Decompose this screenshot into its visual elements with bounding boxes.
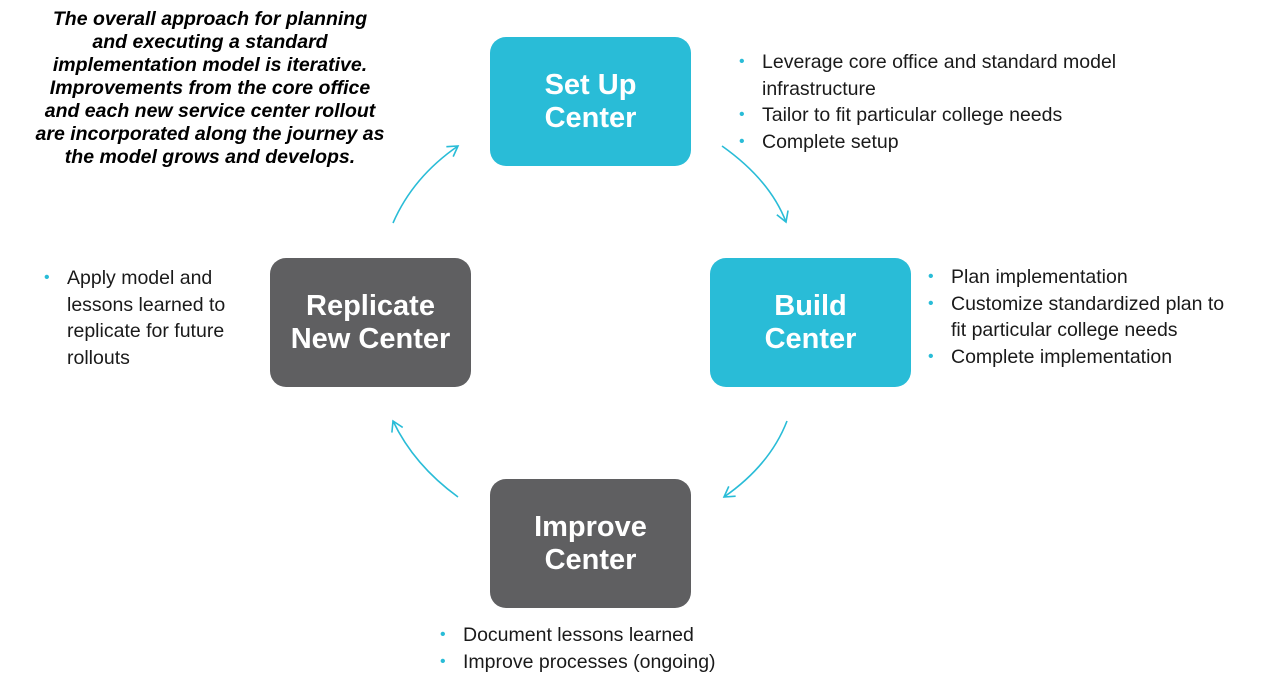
bullet-dot-icon: • [928, 268, 934, 285]
improve-center-box: Improve Center [490, 479, 691, 608]
intro-line: implementation model is iterative. [52, 54, 368, 76]
bullet-dot-icon: • [739, 106, 745, 123]
bullet-dot-icon: • [928, 294, 934, 312]
stage-label: Improve [534, 510, 647, 543]
bullet-text: infrastructure [762, 77, 876, 100]
bullet-text: Plan implementation [951, 266, 1128, 288]
intro-line: and executing a standard [92, 31, 328, 53]
stage-label: Build [774, 289, 847, 322]
bullet-text: replicate for future [67, 320, 225, 342]
stage-label: Center [544, 543, 637, 576]
stage-label: Replicate [306, 289, 435, 322]
set-up-center-bullets: • Leverage core office and standard mode… [737, 49, 1197, 155]
intro-line: are incorporated along the journey as [35, 123, 385, 145]
intro-line: The overall approach for planning [52, 8, 368, 30]
stage-label: Set Up [544, 68, 637, 101]
arrow-build-to-improve [722, 420, 788, 498]
bullet-text: Document lessons learned [463, 624, 694, 646]
stage-label: Center [544, 101, 637, 134]
bullet-text: Complete setup [762, 130, 899, 153]
bullet-dot-icon: • [739, 53, 745, 70]
bullet-text: Complete implementation [951, 345, 1173, 368]
bullet-item: • Leverage core office and standard mode… [737, 49, 1197, 102]
bullet-text: lessons learned to [67, 293, 226, 316]
bullet-text: Leverage core office and standard model [762, 51, 1117, 73]
stage-label: Center [764, 322, 857, 355]
bullet-text: fit particular college needs [951, 319, 1178, 341]
stage-label: New Center [290, 322, 451, 355]
intro-text: The overall approach for planning and ex… [20, 8, 400, 169]
replicate-new-center-bullets: • Apply model and lessons learned to rep… [42, 265, 267, 371]
bullet-item: • Customize standardized plan to fit par… [926, 291, 1276, 344]
bullet-text: rollouts [67, 346, 130, 369]
bullet-dot-icon: • [440, 652, 446, 670]
bullet-item: • Apply model and lessons learned to rep… [42, 265, 267, 371]
bullet-item: • Improve processes (ongoing) [438, 649, 818, 676]
arrow-replicate-to-setup [392, 145, 460, 224]
bullet-item: • Complete setup [737, 129, 1197, 156]
bullet-dot-icon: • [928, 347, 934, 365]
bullet-dot-icon: • [739, 132, 745, 150]
bullet-item: • Complete implementation [926, 344, 1276, 371]
intro-line: Improvements from the core office [49, 77, 371, 99]
bullet-text: Improve processes (ongoing) [463, 650, 716, 673]
bullet-text: Apply model and [67, 267, 213, 289]
replicate-new-center-box: Replicate New Center [270, 258, 471, 387]
intro-line: the model grows and develops. [64, 146, 356, 168]
bullet-item: • Tailor to fit particular college needs [737, 102, 1197, 129]
bullet-text: Tailor to fit particular college needs [762, 104, 1063, 126]
bullet-item: • Document lessons learned [438, 622, 818, 649]
bullet-text: Customize standardized plan to [951, 292, 1225, 315]
set-up-center-box: Set Up Center [490, 37, 691, 166]
arrow-improve-to-replicate [391, 419, 459, 498]
arrow-setup-to-build [721, 145, 789, 224]
improve-center-bullets: • Document lessons learned • Improve pro… [438, 622, 818, 675]
build-center-bullets: • Plan implementation • Customize standa… [926, 264, 1276, 370]
bullet-dot-icon: • [440, 626, 446, 643]
bullet-dot-icon: • [44, 269, 50, 286]
intro-line: and each new service center rollout [44, 100, 376, 122]
build-center-box: Build Center [710, 258, 911, 387]
bullet-item: • Plan implementation [926, 264, 1276, 291]
